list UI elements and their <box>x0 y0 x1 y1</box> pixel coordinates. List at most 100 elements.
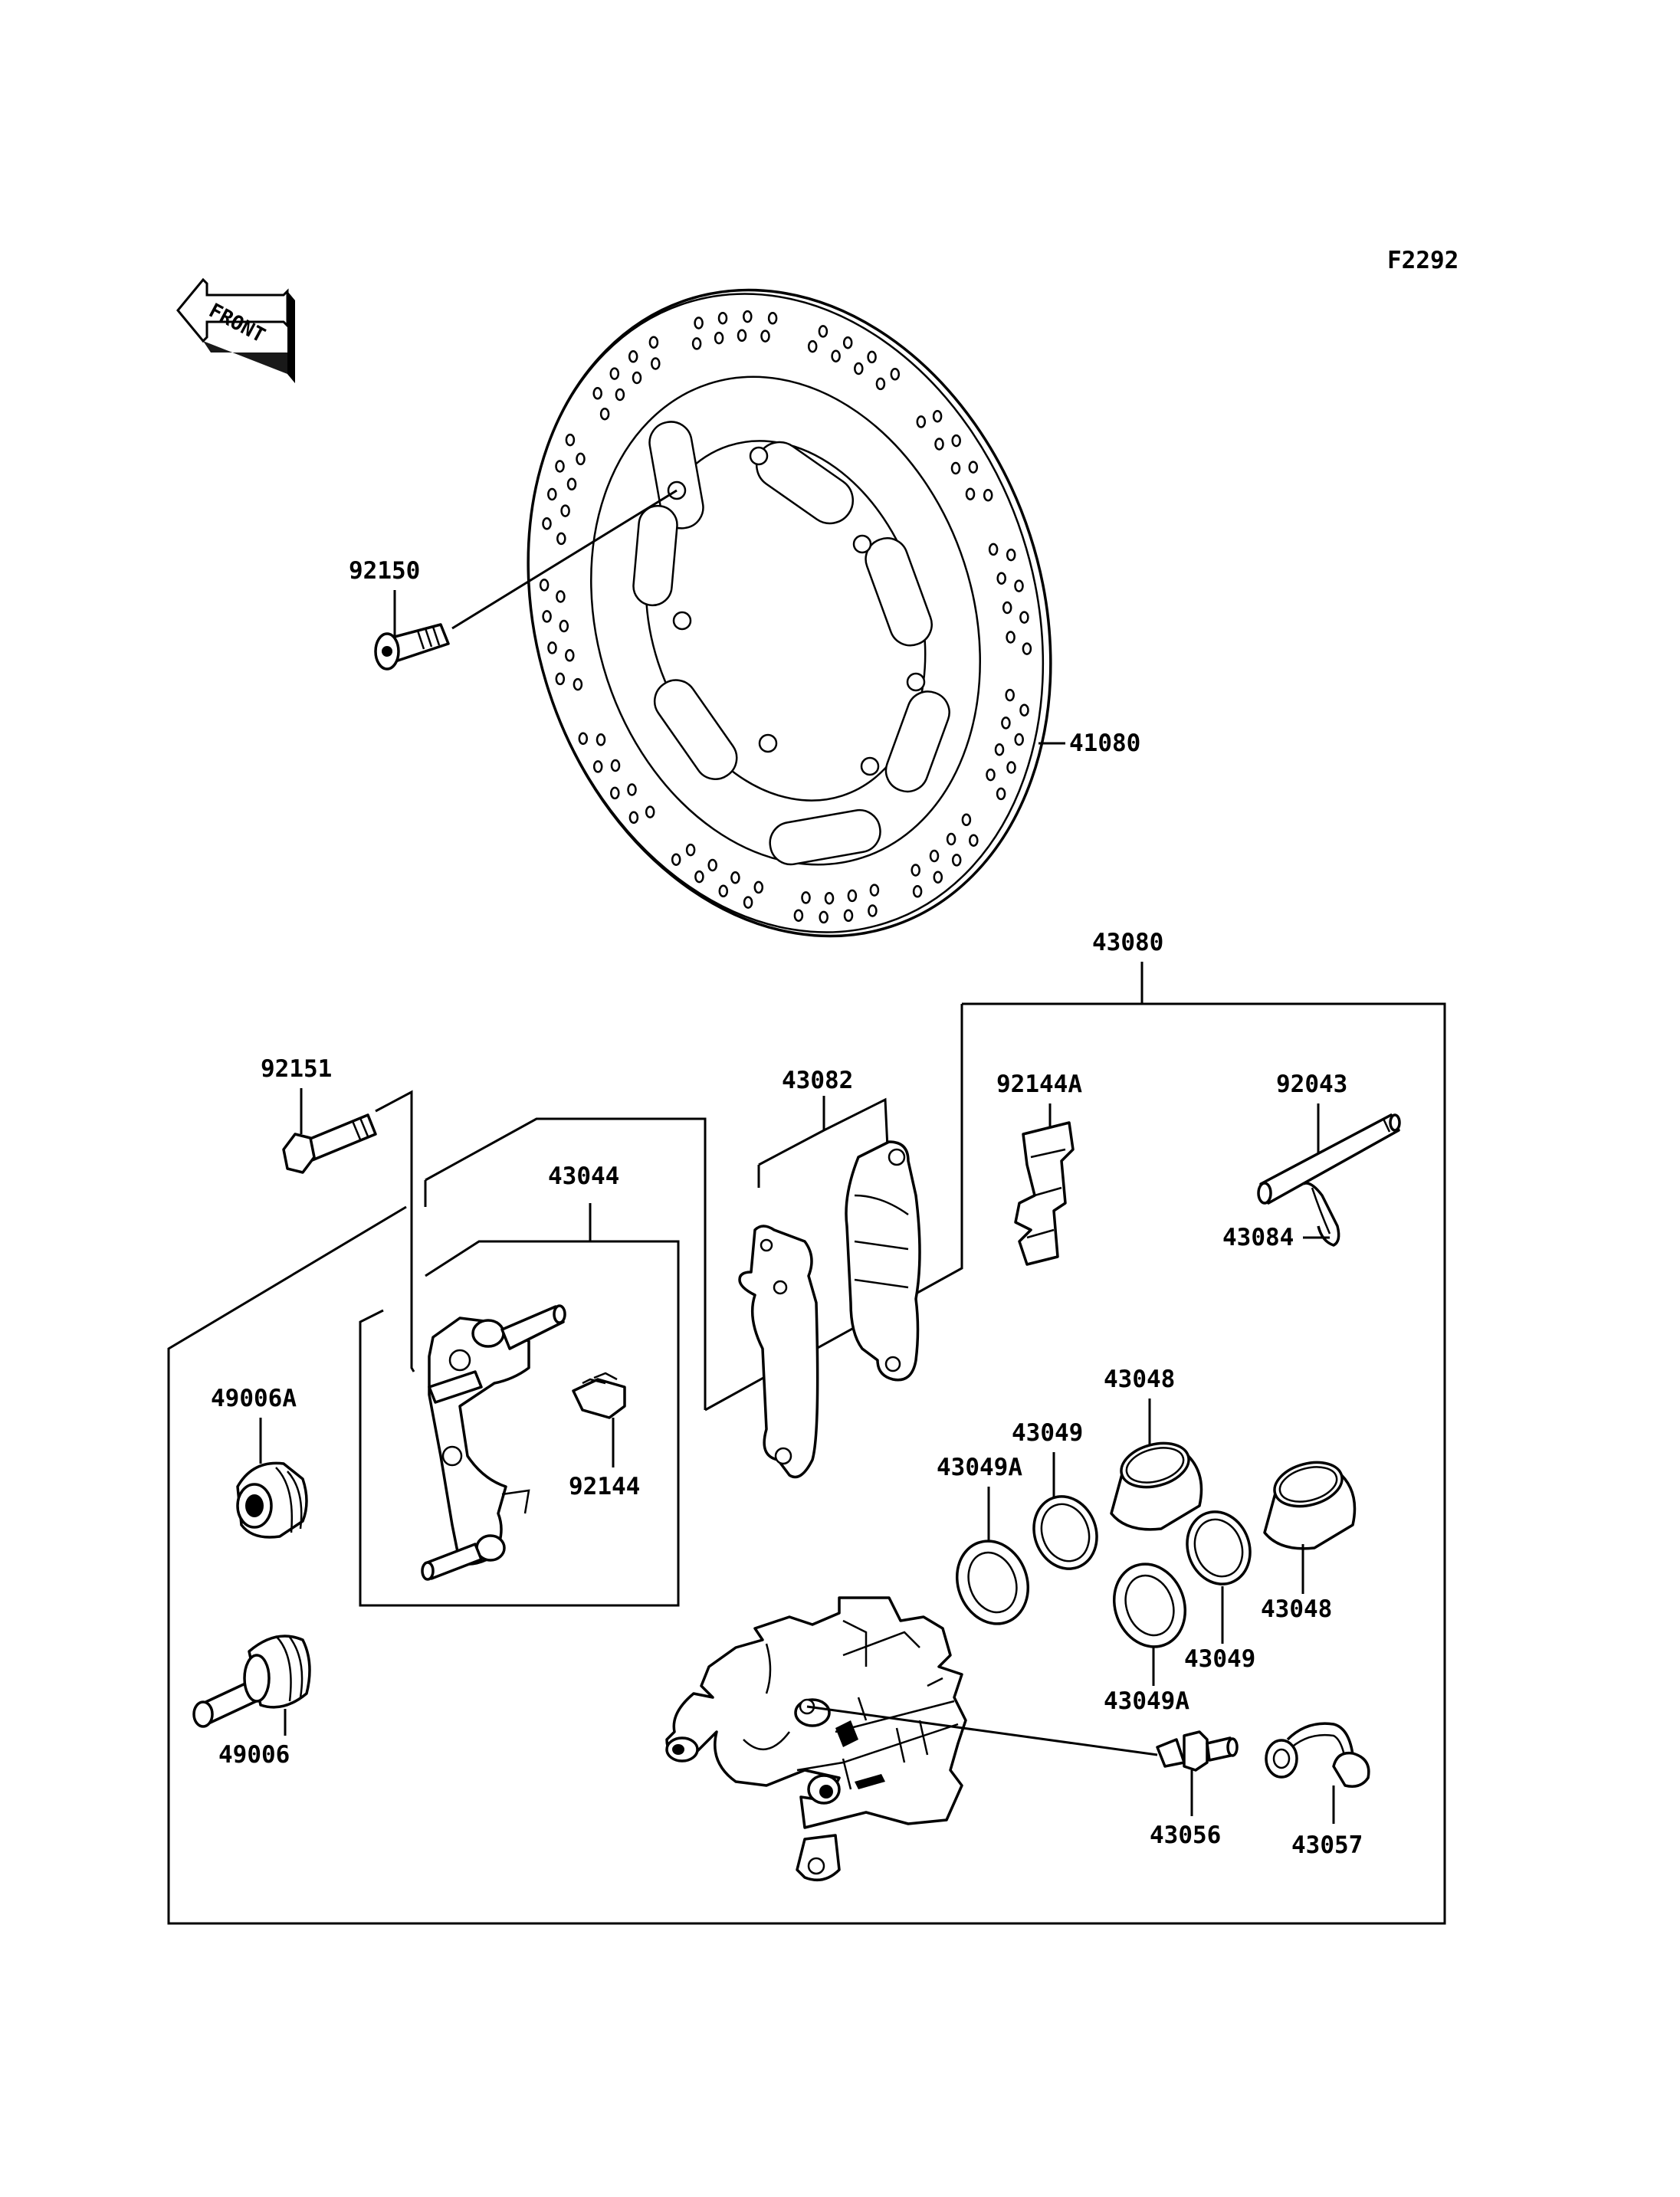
drilled-hole <box>596 733 606 746</box>
drilled-hole <box>717 311 728 325</box>
drilled-hole <box>753 880 764 894</box>
drilled-hole <box>671 853 681 866</box>
drilled-hole <box>965 487 976 500</box>
drilled-hole <box>1022 642 1032 655</box>
drilled-hole <box>539 579 550 592</box>
callout-43044: 43044 <box>548 1162 619 1190</box>
callout-43057: 43057 <box>1291 1831 1363 1859</box>
drilled-hole <box>743 310 753 323</box>
drilled-hole <box>632 371 642 385</box>
clip-43084 <box>1302 1182 1340 1247</box>
drilled-hole <box>645 805 655 818</box>
clip-92144 <box>572 1372 626 1419</box>
callout-92144A: 92144A <box>996 1071 1082 1098</box>
drilled-hole <box>685 843 696 857</box>
drilled-hole <box>718 884 729 898</box>
callout-92150: 92150 <box>349 557 420 585</box>
drilled-hole <box>615 388 625 402</box>
drilled-hole <box>573 677 583 691</box>
drilled-hole <box>542 517 552 530</box>
drilled-hole <box>560 504 570 517</box>
drilled-hole <box>559 619 569 633</box>
drilled-hole <box>628 350 638 363</box>
drilled-hole <box>807 339 818 353</box>
drilled-hole <box>1006 761 1016 774</box>
drilled-hole <box>1006 548 1016 562</box>
drilled-hole <box>868 904 878 917</box>
drilled-hole <box>950 461 961 475</box>
drilled-hole <box>707 858 717 872</box>
drilled-hole <box>1014 733 1024 746</box>
brake-disc <box>527 288 1052 938</box>
drilled-hole <box>627 783 637 796</box>
drilled-hole <box>609 367 620 380</box>
caliper-bracket <box>421 1304 566 1581</box>
drilled-hole <box>556 532 566 546</box>
callout-43080: 43080 <box>1092 929 1163 956</box>
callout-43048-lower: 43048 <box>1261 1595 1332 1623</box>
drilled-hole <box>854 362 864 375</box>
drilled-hole <box>983 488 993 502</box>
callout-92043: 92043 <box>1276 1071 1347 1098</box>
callout-41080: 41080 <box>1069 730 1140 757</box>
drilled-hole <box>1001 716 1011 730</box>
bleeder-43056 <box>1156 1730 1239 1772</box>
callout-43049-lower: 43049 <box>1184 1645 1255 1673</box>
drilled-hole <box>565 649 575 662</box>
drilled-hole <box>875 377 886 391</box>
drilled-hole <box>988 543 999 556</box>
drilled-hole <box>542 610 552 623</box>
drilled-hole <box>867 350 877 364</box>
drilled-hole <box>760 330 770 343</box>
drilled-hole <box>819 910 829 924</box>
drilled-hole <box>714 331 724 345</box>
drilled-hole <box>555 672 566 686</box>
cap-43057 <box>1265 1722 1370 1788</box>
drilled-hole <box>961 813 972 827</box>
brake-pad-right <box>845 1140 921 1382</box>
drilled-hole <box>946 832 956 846</box>
boot-49006A <box>236 1461 308 1539</box>
drilled-hole <box>1005 688 1015 702</box>
drilled-hole <box>1006 631 1016 644</box>
drilled-hole <box>691 337 702 350</box>
drilled-hole <box>1019 611 1029 624</box>
drilled-hole <box>986 768 996 782</box>
drilled-hole <box>566 477 577 491</box>
callout-43049A-lower: 43049A <box>1104 1687 1189 1715</box>
drilled-hole <box>932 409 943 423</box>
drilled-hole <box>847 889 858 903</box>
drilled-hole <box>599 407 610 421</box>
drilled-hole <box>767 312 778 325</box>
drilled-hole <box>555 460 565 473</box>
diagram-code: F2292 <box>1387 247 1459 274</box>
drilled-hole <box>610 786 620 800</box>
callout-92151: 92151 <box>261 1055 332 1083</box>
brake-pad-left <box>738 1225 819 1479</box>
drilled-hole <box>831 349 841 362</box>
callout-43049A-upper: 43049A <box>937 1454 1022 1481</box>
drilled-hole <box>737 329 747 343</box>
drilled-hole <box>547 487 557 501</box>
drilled-hole <box>576 452 586 466</box>
drilled-hole <box>929 849 940 863</box>
callout-92144: 92144 <box>569 1473 640 1500</box>
drilled-hole <box>969 834 979 847</box>
drilled-hole <box>996 787 1006 801</box>
drilled-hole <box>694 870 704 884</box>
sleeve-49006 <box>192 1635 311 1728</box>
drilled-hole <box>565 433 576 447</box>
drilled-hole <box>842 336 853 349</box>
seal-43049A-upper <box>955 1540 1030 1625</box>
drilled-hole <box>968 461 979 474</box>
drilled-hole <box>824 891 835 905</box>
drilled-hole <box>912 885 923 898</box>
drilled-hole <box>547 641 557 654</box>
seal-43049-upper <box>1032 1495 1098 1570</box>
drilled-hole <box>556 590 566 603</box>
callout-43049-upper: 43049 <box>1012 1419 1083 1447</box>
seal-43049A-lower <box>1112 1562 1187 1648</box>
seal-43049-lower <box>1186 1510 1252 1585</box>
callout-43048-upper: 43048 <box>1104 1366 1175 1393</box>
drilled-hole <box>730 871 740 884</box>
